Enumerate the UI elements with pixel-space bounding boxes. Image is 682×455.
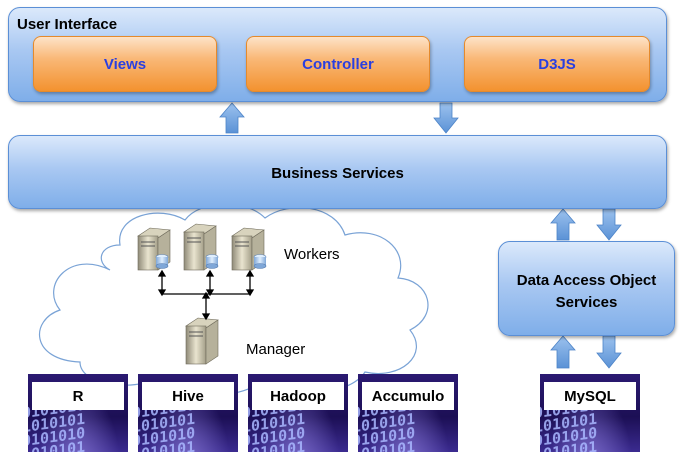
worker-server-1 xyxy=(137,227,171,271)
tech-label-r: R xyxy=(32,382,124,410)
arrow-down-ui-to-business xyxy=(433,102,459,134)
user-interface-layer: User Interface Views Controller D3JS xyxy=(8,7,667,102)
business-services-layer: Business Services xyxy=(8,135,667,209)
business-services-label: Business Services xyxy=(271,165,404,182)
tech-tile-hadoop: 0101010 1010101 0101010 1010101 Hadoop xyxy=(248,374,348,452)
d3js-label: D3JS xyxy=(538,55,576,73)
d3js-component: D3JS xyxy=(464,36,650,92)
views-component: Views xyxy=(33,36,217,92)
tech-label-hadoop: Hadoop xyxy=(252,382,344,410)
worker-server-3 xyxy=(231,227,267,271)
dao-services-box: Data Access Object Services xyxy=(498,241,675,336)
tech-label-accumulo: Accumulo xyxy=(362,382,454,410)
controller-component: Controller xyxy=(246,36,430,92)
tech-tile-accumulo: 0101010 1010101 0101010 1010101 Accumulo xyxy=(358,374,458,452)
tech-label-hive: Hive xyxy=(142,382,234,410)
worker-server-2 xyxy=(183,223,219,271)
workers-label: Workers xyxy=(284,246,340,263)
arrow-down-dao-to-mysql xyxy=(596,335,622,369)
arrow-up-business-to-ui xyxy=(219,102,245,134)
arrow-up-dao-to-business xyxy=(550,208,576,241)
manager-server xyxy=(185,317,219,365)
tech-tile-mysql: 0101010 1010101 0101010 1010101 MySQL xyxy=(540,374,640,452)
cluster-connectors xyxy=(157,269,255,321)
tech-tile-r: 0101010 1010101 0101010 1010101 R xyxy=(28,374,128,452)
arrow-up-mysql-to-dao xyxy=(550,335,576,369)
tech-tile-hive: 0101010 1010101 0101010 1010101 Hive xyxy=(138,374,238,452)
dao-services-label: Data Access Object Services xyxy=(516,272,657,311)
views-label: Views xyxy=(103,55,147,73)
controller-label: Controller xyxy=(302,55,374,73)
arrow-down-business-to-dao xyxy=(596,208,622,241)
user-interface-title: User Interface xyxy=(17,16,118,33)
tech-label-mysql: MySQL xyxy=(544,382,636,410)
manager-label: Manager xyxy=(246,341,306,358)
cluster-cloud xyxy=(38,203,429,396)
